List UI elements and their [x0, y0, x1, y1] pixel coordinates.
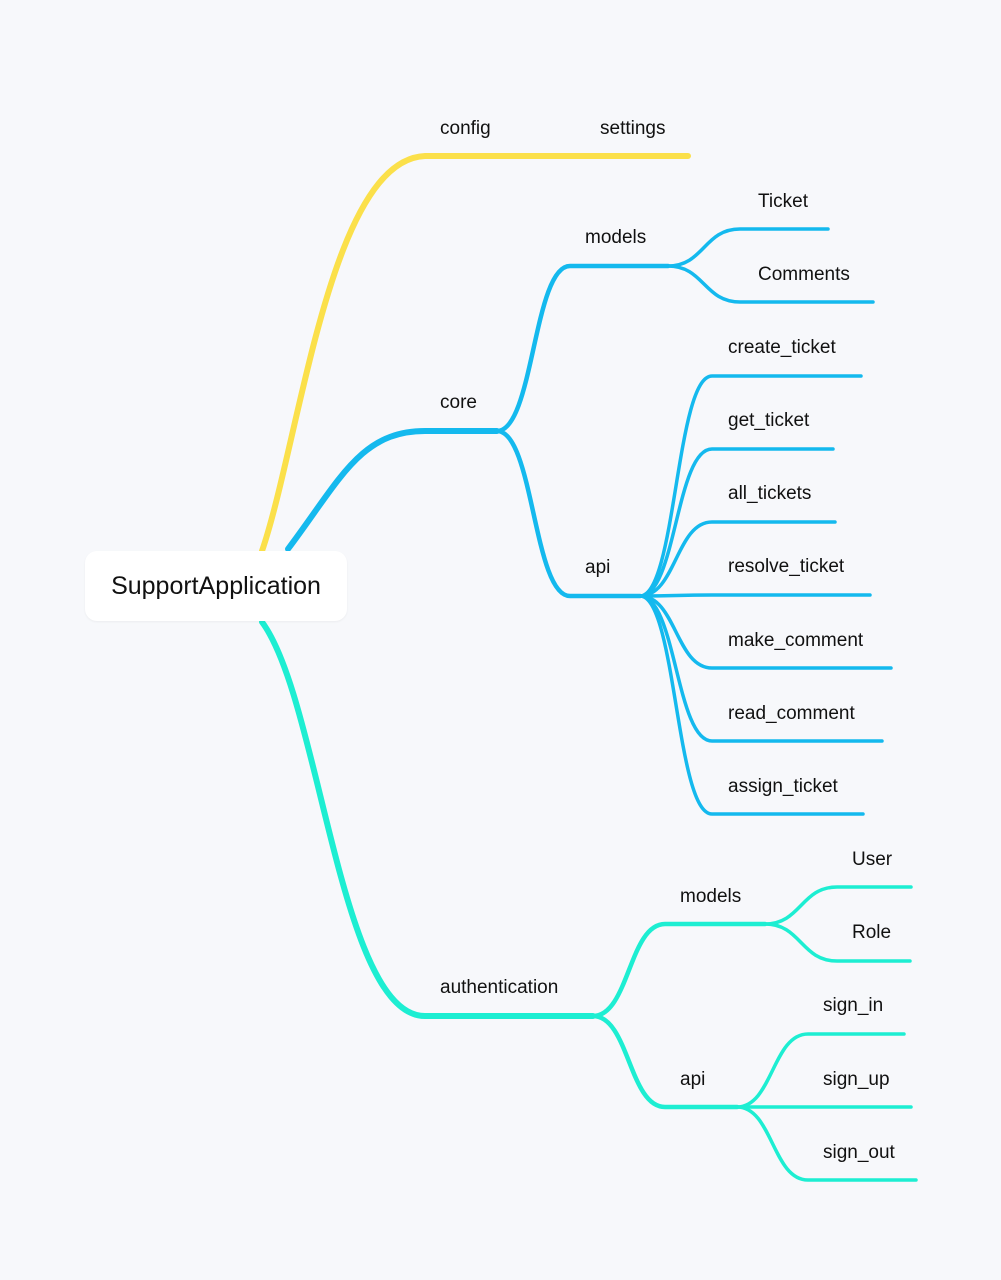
node-authentication-api-sign-in[interactable]: sign_in	[823, 995, 884, 1016]
node-authentication-api-sign-up[interactable]: sign_up	[823, 1069, 890, 1090]
node-authentication-models-user[interactable]: User	[852, 849, 893, 870]
edge-root-authentication	[259, 619, 596, 1019]
node-core-api-all-tickets[interactable]: all_tickets	[728, 483, 812, 504]
node-core[interactable]: core	[440, 392, 477, 413]
node-core-api-create-ticket[interactable]: create_ticket	[728, 337, 836, 358]
edge-authentication-models	[590, 921, 768, 1019]
edge-root-config	[259, 153, 691, 554]
node-authentication-api-sign-out[interactable]: sign_out	[823, 1142, 895, 1163]
edge-authentication-api	[590, 1013, 740, 1110]
node-config-settings[interactable]: settings	[600, 118, 666, 139]
node-core-models-comments[interactable]: Comments	[758, 264, 850, 285]
node-authentication-models-role[interactable]: Role	[852, 922, 892, 943]
node-core-api-assign-ticket[interactable]: assign_ticket	[728, 776, 838, 797]
edge-core-api-assign-ticket	[638, 594, 865, 816]
node-core-api-get-ticket[interactable]: get_ticket	[728, 410, 810, 431]
node-authentication-api[interactable]: api	[680, 1069, 706, 1090]
edge-core-api-resolve-ticket	[638, 593, 872, 598]
edge-authentication-models-role	[763, 922, 912, 963]
edge-core-models-ticket	[666, 227, 830, 268]
root-node[interactable]: SupportApplication	[85, 551, 347, 621]
edge-core-api	[494, 428, 643, 599]
edge-core-models-comments	[666, 264, 875, 304]
edge-core-api-read-comment	[638, 594, 884, 743]
edge-authentication-models-user	[763, 885, 913, 926]
edge-core-api-create-ticket	[638, 374, 863, 598]
edge-authentication-api-sign-out	[735, 1105, 918, 1182]
node-core-api[interactable]: api	[585, 557, 611, 578]
node-authentication-models[interactable]: models	[680, 886, 742, 907]
node-core-api-read-comment[interactable]: read_comment	[728, 703, 855, 724]
node-core-api-resolve-ticket[interactable]: resolve_ticket	[728, 556, 845, 577]
node-config[interactable]: config	[440, 118, 491, 139]
node-core-api-make-comment[interactable]: make_comment	[728, 630, 864, 651]
node-authentication[interactable]: authentication	[440, 977, 559, 998]
root-node-label: SupportApplication	[111, 571, 321, 600]
edge-authentication-api-sign-in	[735, 1032, 906, 1109]
edge-core-api-get-ticket	[638, 447, 835, 598]
edge-core-models	[494, 263, 671, 434]
edge-core-api-make-comment	[638, 594, 893, 670]
edge-core-api-all-tickets	[638, 520, 837, 598]
edge-root-core	[285, 428, 500, 552]
node-core-models[interactable]: models	[585, 227, 647, 248]
node-core-models-ticket[interactable]: Ticket	[758, 191, 808, 212]
